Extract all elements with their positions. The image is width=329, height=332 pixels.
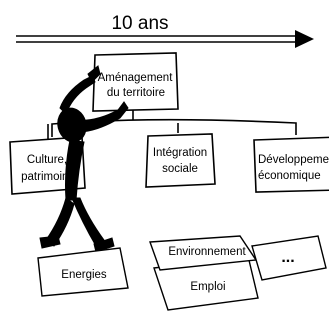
box-amenagement: Aménagement du territoire (92, 52, 179, 112)
box-integration: Intégration sociale (145, 133, 216, 188)
paper-more-label: ... (281, 249, 294, 266)
box-culture-line2: patrimoine (21, 171, 75, 183)
paper-emploi-label: Emploi (190, 281, 225, 293)
paper-energies-label: Energies (61, 269, 107, 281)
box-developpement: Développement économique (253, 136, 329, 193)
box-amenagement-line1: Aménagement (98, 72, 174, 84)
box-amenagement-line2: du territoire (107, 87, 165, 99)
paper-energies: Energies (37, 247, 129, 297)
box-integration-line2: sociale (162, 163, 198, 175)
box-developpement-line2: économique (258, 170, 321, 182)
box-culture-line1: Culture, (27, 154, 67, 166)
timeline-arrow (16, 30, 314, 48)
stick-figure (39, 65, 129, 253)
paper-more: ... (251, 235, 327, 281)
box-integration-line1: Intégration (153, 147, 207, 159)
paper-environnement-label: Environnement (168, 246, 246, 258)
box-developpement-line1: Développement (258, 154, 329, 166)
timeline-label: 10 ans (111, 13, 168, 34)
